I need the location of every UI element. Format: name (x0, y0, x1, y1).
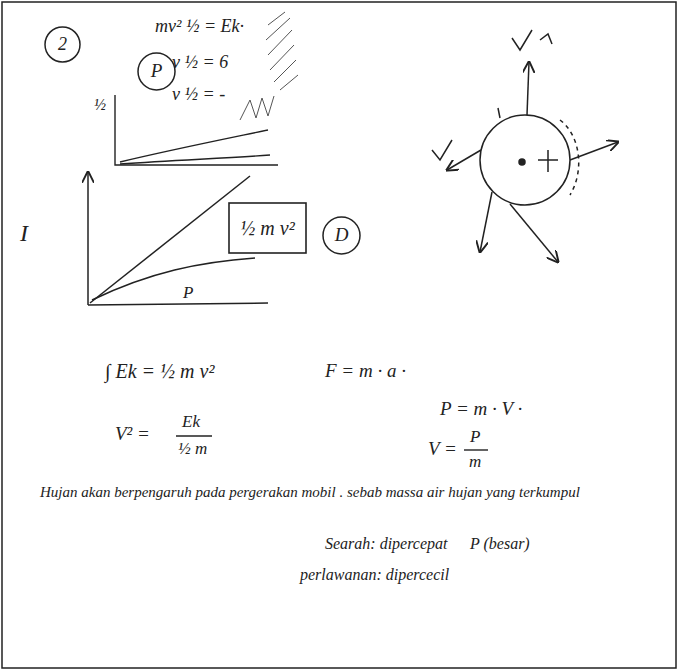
node-text: ½ m v² (228, 217, 307, 239)
handwritten-formula: Searah: dipercepat (325, 535, 447, 553)
handwritten-formula: I (20, 220, 28, 248)
small-graph (115, 95, 278, 165)
handwritten-formula: P (besar) (470, 535, 530, 553)
fraction-bar (176, 435, 212, 436)
boxed-formula: ½ m v² (228, 202, 307, 254)
fraction-bar (464, 449, 488, 450)
handwritten-formula: mv² ½ = Ek· (155, 16, 244, 37)
handwritten-formula: P (470, 427, 480, 447)
circled-mark: P (137, 52, 176, 91)
node-text: P (137, 61, 176, 82)
handwritten-formula: V² = (115, 423, 150, 445)
handwritten-formula: V = (428, 438, 457, 460)
handwritten-formula: ½ m (178, 439, 207, 459)
handwritten-note: Hujan akan berpengaruh pada pergerakan m… (40, 480, 630, 504)
handwritten-formula: P = m · V · (440, 398, 522, 420)
node-text: D (322, 225, 361, 246)
handwritten-formula: v ½ = 6 (172, 52, 228, 73)
handwritten-formula: ∫ Ek = ½ m v² (105, 360, 214, 383)
handwritten-formula: v ½ = - (172, 84, 225, 105)
handwritten-formula: Ek (182, 412, 200, 432)
circle-force-sketch (432, 30, 618, 262)
circled-mark: D (322, 216, 361, 255)
handwritten-formula: ½ (94, 96, 106, 114)
circled-mark: 2 (44, 26, 81, 63)
handwritten-formula: P (183, 283, 193, 303)
node-text: 2 (44, 35, 81, 55)
handwritten-formula: m (469, 452, 481, 472)
scribble (240, 12, 298, 120)
handwritten-formula: perlawanan: dipercecil (300, 566, 449, 584)
handwritten-formula: F = m · a · (325, 360, 406, 382)
